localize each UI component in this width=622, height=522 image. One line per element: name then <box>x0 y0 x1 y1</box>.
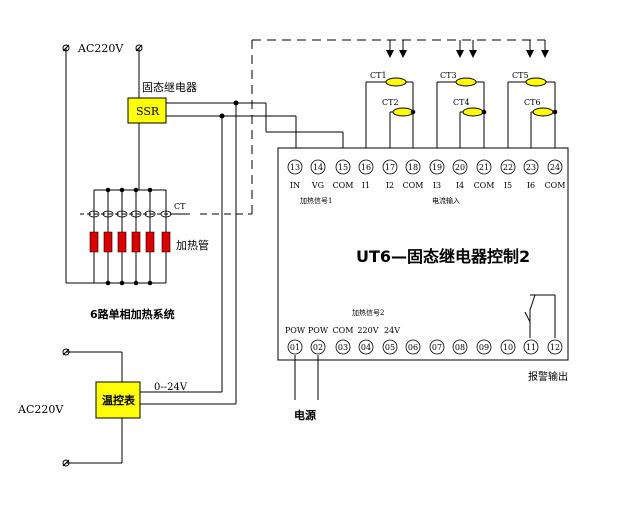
top-terminal-22: 22 <box>503 163 513 172</box>
label-heat-signal-2: 加热信号2 <box>352 308 384 317</box>
label-ct-small: CT <box>174 202 186 211</box>
bottom-terminal-label-24v: 24V <box>384 326 400 335</box>
heater-resistors <box>90 232 170 252</box>
label-power: 电源 <box>294 408 316 422</box>
label-alarm-output: 报警输出 <box>528 370 568 383</box>
top-terminal-label-com-4: COM <box>545 181 566 190</box>
bottom-terminal-04: 04 <box>361 343 371 352</box>
temp-controller-box <box>96 382 140 418</box>
label-ac-bottom: AC220V <box>17 403 64 416</box>
bottom-terminal-09: 09 <box>479 343 489 352</box>
top-terminal-16: 16 <box>361 163 371 172</box>
top-terminal-15: 15 <box>338 163 348 172</box>
bottom-terminal-label-pow-2: POW <box>308 326 329 335</box>
top-terminal-label-i6: I6 <box>527 181 535 190</box>
top-terminal-20: 20 <box>455 163 465 172</box>
label-heater: 加热管 <box>176 238 209 252</box>
label-system: 6路单相加热系统 <box>90 307 175 321</box>
bottom-terminal-label-220v: 220V <box>357 326 378 335</box>
label-ct-4: CT4 <box>453 98 470 107</box>
controller-box <box>278 148 568 360</box>
label-voltage-range: 0--24V <box>154 382 188 393</box>
top-terminal-label-i3: I3 <box>433 181 441 190</box>
bottom-terminal-08: 08 <box>455 343 465 352</box>
label-current-input: 电流输入 <box>432 196 460 205</box>
top-terminal-19: 19 <box>432 163 442 172</box>
top-terminal-23: 23 <box>526 163 536 172</box>
label-ct-5: CT5 <box>512 71 529 80</box>
label-ct-3: CT3 <box>440 71 457 80</box>
label-ac-top: AC220V <box>77 42 124 55</box>
label-ct-1: CT1 <box>370 71 387 80</box>
top-terminal-label-in: IN <box>290 181 300 190</box>
top-terminal-label-com-2: COM <box>403 181 424 190</box>
terminal-ac-top-1 <box>63 45 69 51</box>
label-heat-signal-1: 加热信号1 <box>300 196 332 205</box>
top-terminal-label-i2: I2 <box>386 181 394 190</box>
top-terminal-21: 21 <box>479 163 489 172</box>
label-ct-2: CT2 <box>382 98 399 107</box>
label-ct-6: CT6 <box>524 98 541 107</box>
label-ssr-box: SSR <box>136 105 160 118</box>
bottom-terminal-06: 06 <box>408 343 418 352</box>
ct-arrows <box>390 40 545 55</box>
top-terminal-circles <box>288 160 562 174</box>
top-terminal-label-i5: I5 <box>504 181 512 190</box>
ct-coils <box>386 78 553 116</box>
ssr-box <box>128 98 166 123</box>
bottom-terminal-02: 02 <box>313 343 323 352</box>
terminal-ac-top-2 <box>136 45 142 51</box>
top-terminal-label-vg: VG <box>311 181 324 190</box>
heater-ct-loops <box>89 211 171 217</box>
top-terminal-label-com-3: COM <box>474 181 495 190</box>
bottom-terminal-03: 03 <box>338 343 348 352</box>
top-terminal-14: 14 <box>313 163 323 172</box>
bottom-terminal-10: 10 <box>503 343 513 352</box>
top-terminal-17: 17 <box>385 163 395 172</box>
label-ssr-title: 固态继电器 <box>142 81 197 94</box>
bottom-terminal-01: 01 <box>290 343 300 352</box>
bottom-terminal-label-com: COM <box>333 326 354 335</box>
label-main-title: UT6—固态继电器控制2 <box>356 247 530 266</box>
label-temp-controller: 温控表 <box>102 393 136 407</box>
bottom-terminal-05: 05 <box>385 343 395 352</box>
top-terminal-label-i4: I4 <box>456 181 464 190</box>
top-terminal-18: 18 <box>408 163 418 172</box>
top-terminal-24: 24 <box>550 163 560 172</box>
top-terminal-label-i1: I1 <box>362 181 370 190</box>
bottom-terminal-12: 12 <box>550 343 560 352</box>
bottom-terminal-11: 11 <box>526 343 536 352</box>
top-terminal-13: 13 <box>290 163 300 172</box>
top-terminal-label-com-1: COM <box>333 181 354 190</box>
bottom-terminal-label-pow-1: POW <box>285 326 306 335</box>
bottom-terminal-07: 07 <box>432 343 442 352</box>
bottom-terminal-circles <box>288 340 562 354</box>
